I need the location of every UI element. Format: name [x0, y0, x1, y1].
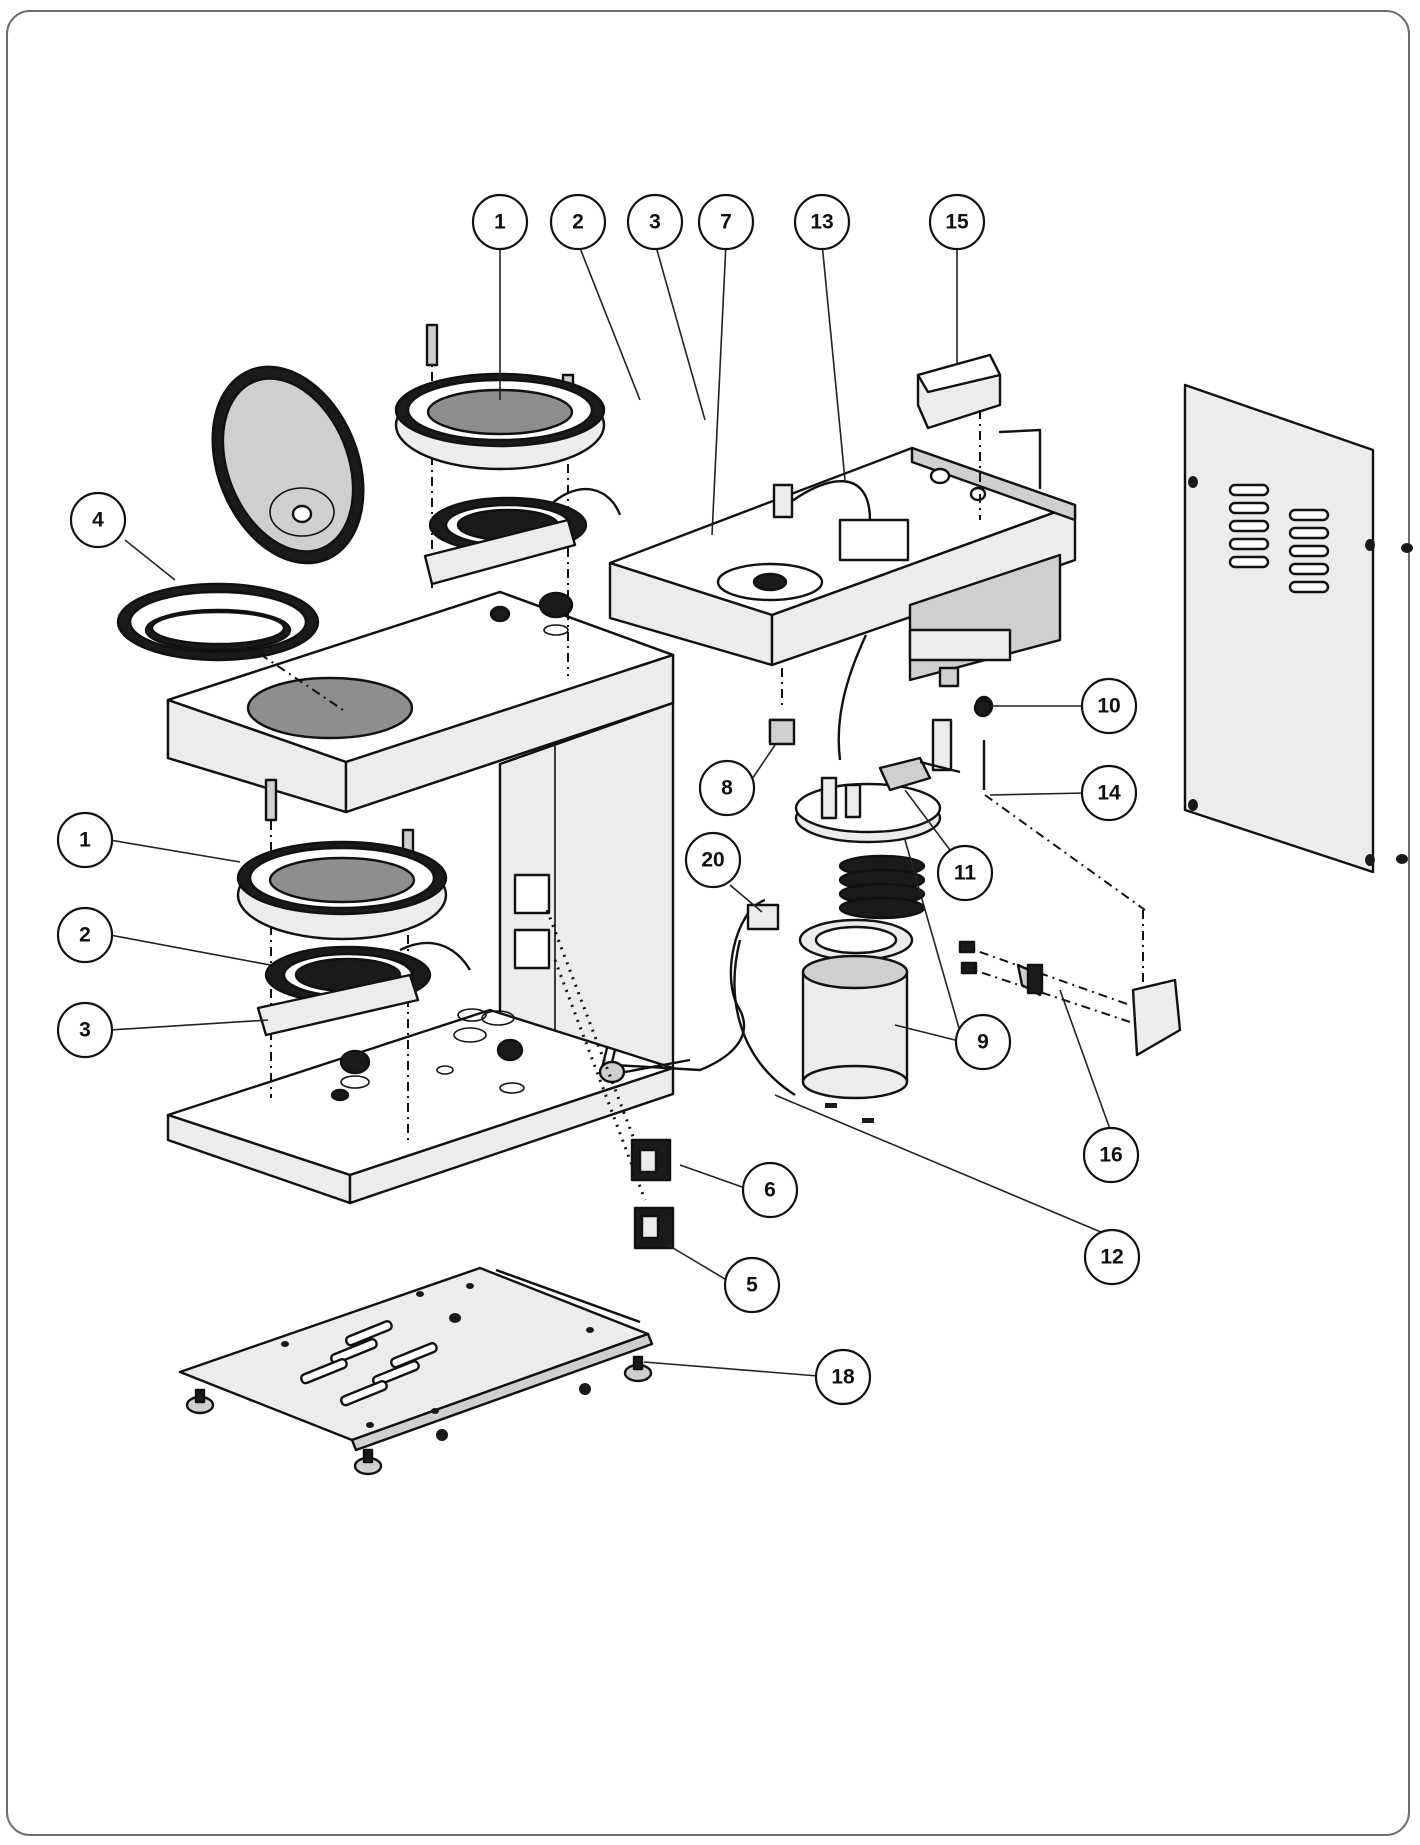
- callout-label: 9: [977, 1031, 989, 1054]
- thermostat-parts: [878, 695, 1146, 990]
- callout-2-lower: 2: [56, 906, 114, 964]
- callout-2-top: 2: [549, 193, 607, 251]
- reservoir-tray: [608, 446, 1077, 688]
- callout-10: 10: [1080, 677, 1138, 735]
- callout-label: 14: [1097, 782, 1121, 805]
- callout-4: 4: [69, 491, 127, 549]
- switch-upper: [513, 873, 551, 915]
- callout-label: 5: [746, 1274, 758, 1297]
- callout-label: 12: [1100, 1246, 1123, 1269]
- callout-1-top: 1: [471, 193, 529, 251]
- callout-label: 15: [945, 211, 969, 234]
- callout-12: 12: [1083, 1228, 1141, 1286]
- part-8: [768, 668, 796, 746]
- boiler-assembly: [768, 634, 942, 1123]
- switch-lower: [513, 928, 551, 970]
- bottom-plate: [178, 1266, 654, 1476]
- callout-label: 4: [92, 509, 104, 532]
- callout-8: 8: [698, 759, 756, 817]
- brewer-housing: [166, 590, 675, 1205]
- callout-3-lower: 3: [56, 1001, 114, 1059]
- upper-warmer-assembly: [394, 323, 622, 676]
- callout-label: 16: [1099, 1144, 1122, 1167]
- callout-14: 14: [1080, 764, 1138, 822]
- lid-assembly: [116, 365, 365, 713]
- part-15: [916, 353, 1042, 520]
- callout-label: 3: [649, 211, 661, 234]
- callout-label: 7: [720, 211, 732, 234]
- switch-parts: [545, 909, 675, 1250]
- callout-15: 15: [928, 193, 986, 251]
- callout-label: 10: [1097, 695, 1120, 718]
- callout-label: 3: [79, 1019, 91, 1042]
- callout-11: 11: [936, 844, 994, 902]
- callout-label: 2: [79, 924, 91, 947]
- callout-3-top: 3: [626, 193, 684, 251]
- callout-9: 9: [954, 1013, 1012, 1071]
- callout-label: 2: [572, 211, 584, 234]
- callout-label: 13: [810, 211, 833, 234]
- callout-label: 6: [764, 1179, 776, 1202]
- side-panel: [1183, 383, 1413, 874]
- lower-warmer-assembly: [236, 778, 472, 1140]
- callout-16: 16: [1082, 1126, 1140, 1184]
- callout-label: 18: [831, 1366, 855, 1389]
- callout-18: 18: [814, 1348, 872, 1406]
- callout-label: 11: [954, 862, 977, 885]
- callout-label: 1: [494, 211, 506, 234]
- callout-label: 8: [721, 777, 733, 800]
- power-cord: [598, 898, 796, 1097]
- callout-7: 7: [697, 193, 755, 251]
- callout-label: 20: [701, 849, 724, 872]
- callout-20: 20: [684, 831, 742, 889]
- callout-5: 5: [723, 1256, 781, 1314]
- callout-label: 1: [79, 829, 91, 852]
- part-16: [958, 940, 1182, 1057]
- callout-6: 6: [741, 1161, 799, 1219]
- callout-13: 13: [793, 193, 851, 251]
- diagram-frame: [6, 10, 1410, 1836]
- callout-1-lower: 1: [56, 811, 114, 869]
